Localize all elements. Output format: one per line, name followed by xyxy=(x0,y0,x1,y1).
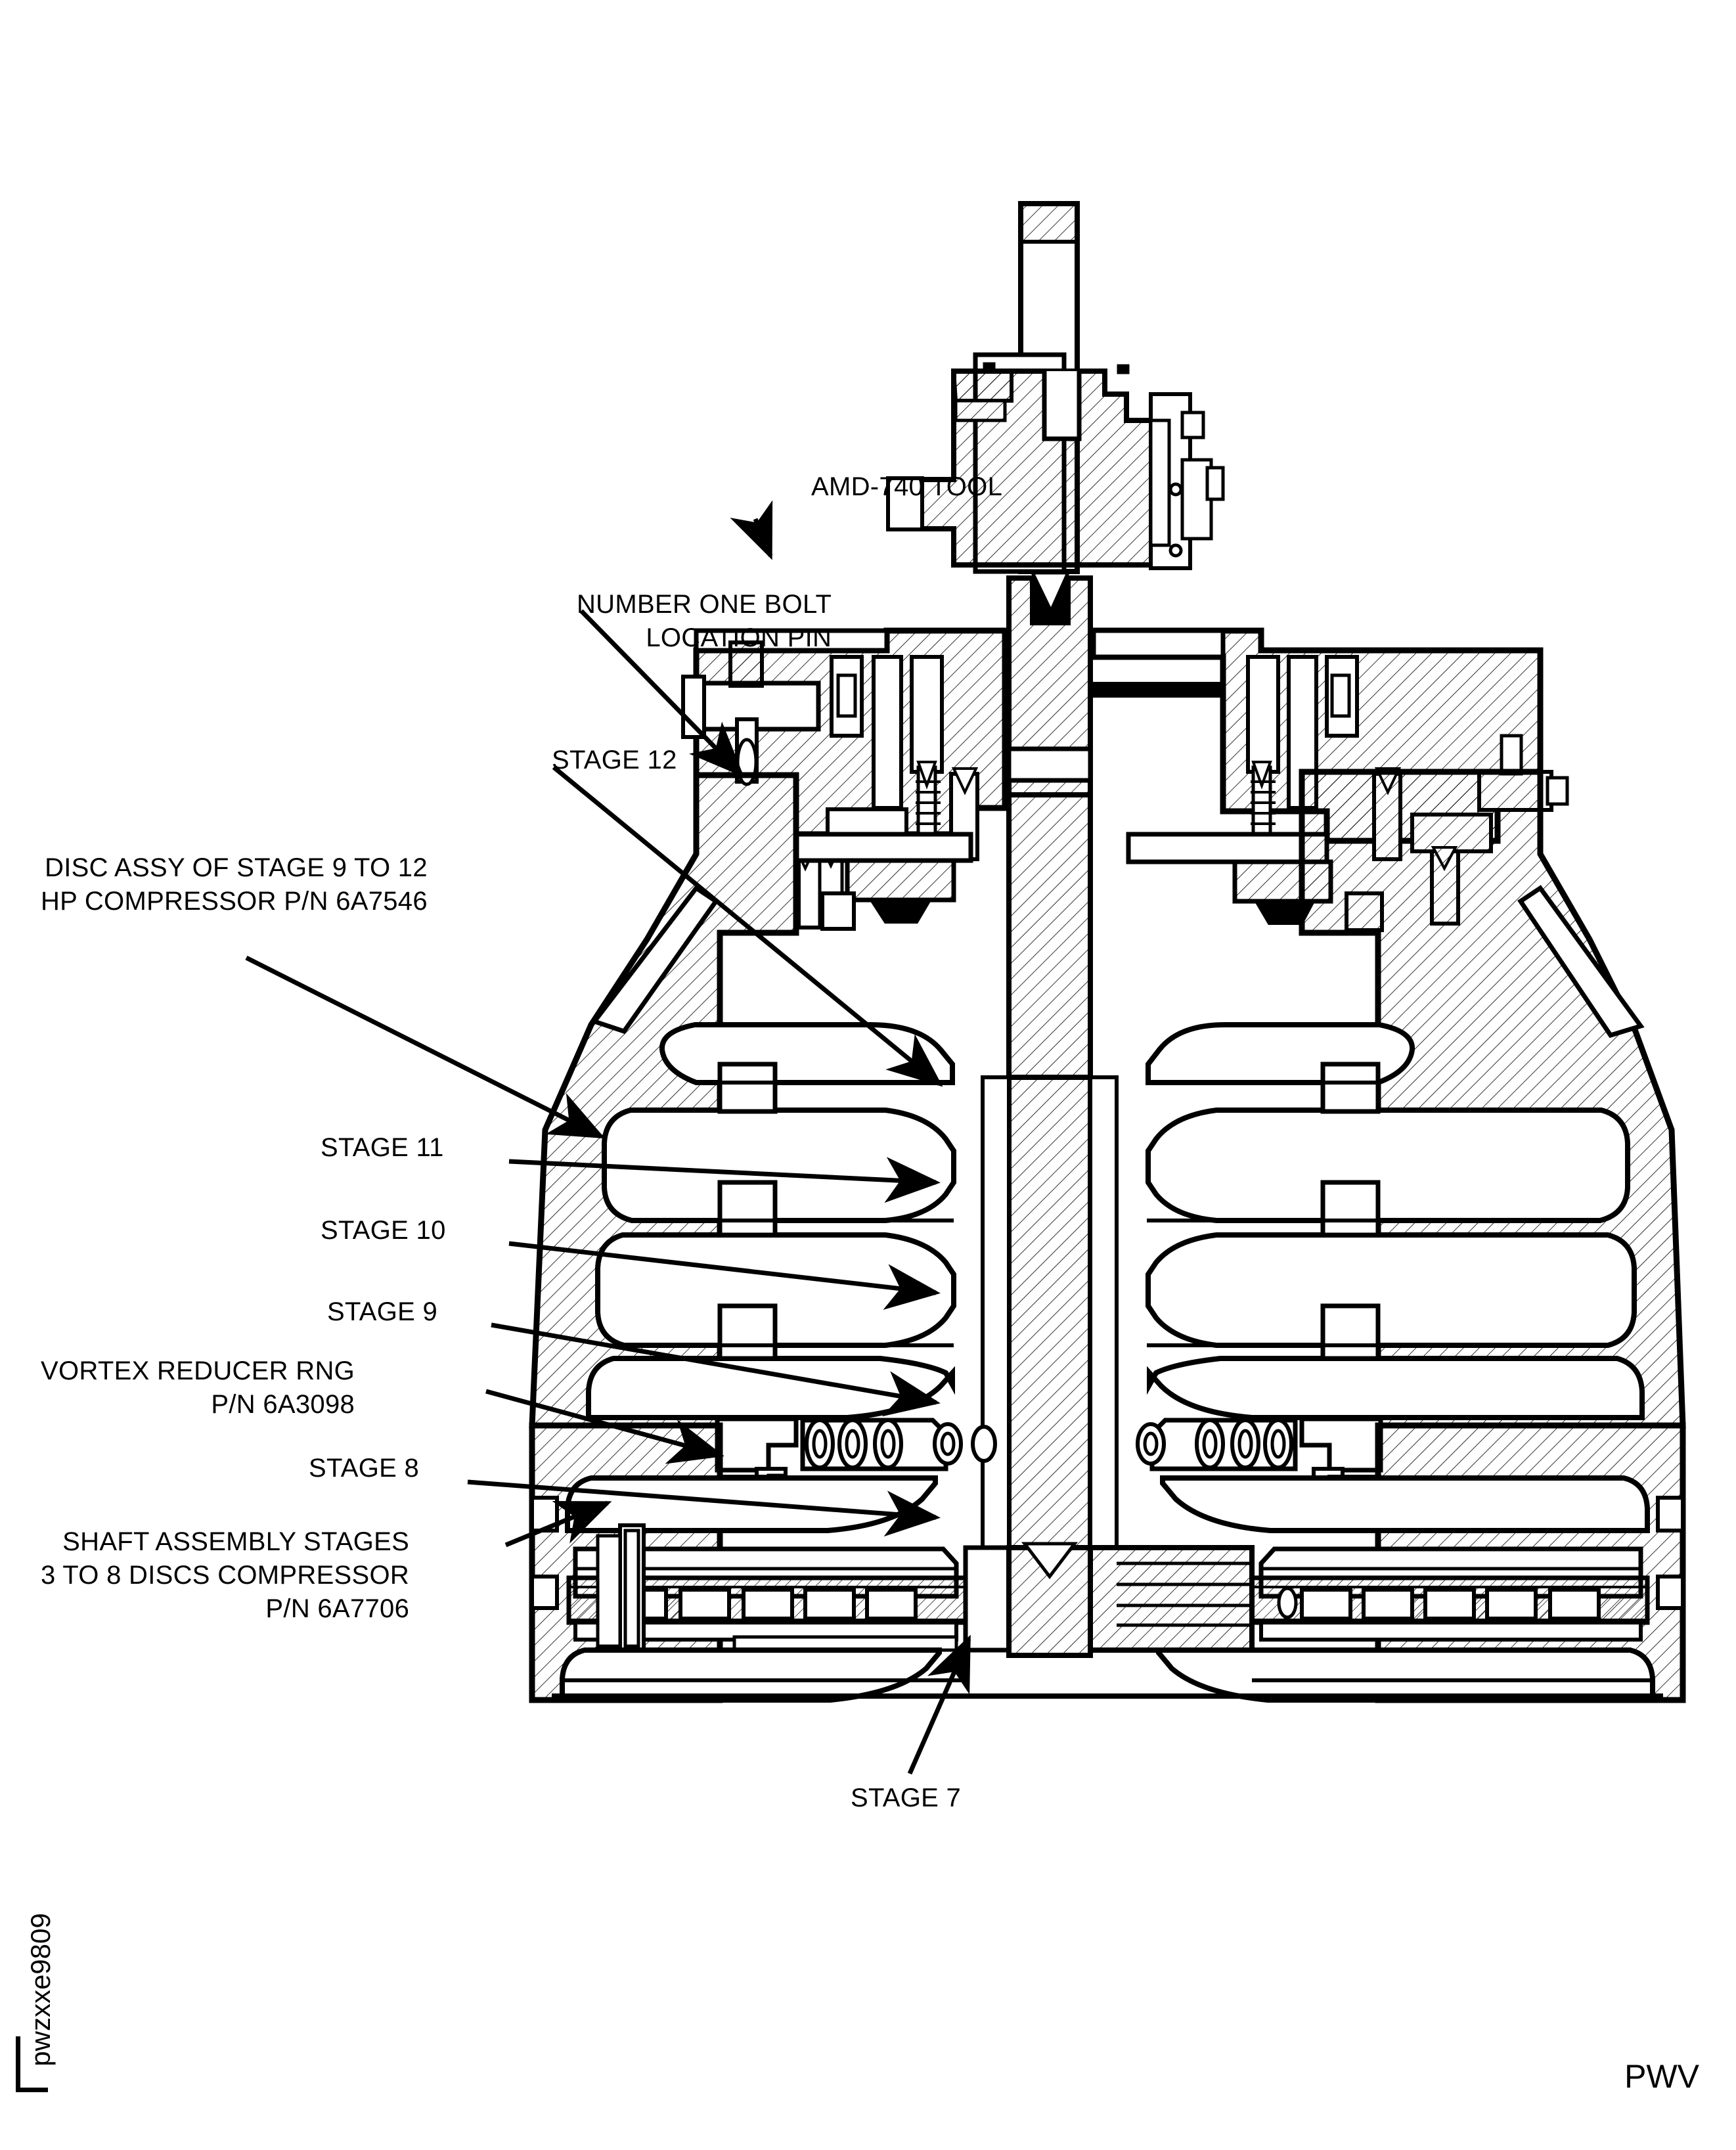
callout-line: NUMBER ONE BOLT xyxy=(577,590,832,619)
section-geometry xyxy=(529,201,1686,1703)
leader-number-one-bolt-location-pin xyxy=(579,609,744,777)
callout-line: AMD-740 TOOL xyxy=(811,472,1003,501)
bottom-right-code: PWV xyxy=(1624,2058,1699,2095)
callout-line: STAGE 9 xyxy=(327,1297,438,1326)
side-revision-code: pwzxxe9809 xyxy=(25,1913,56,2067)
callout-stage-8: STAGE 8 xyxy=(309,1452,419,1485)
callout-line: STAGE 12 xyxy=(552,746,677,774)
callout-line: STAGE 8 xyxy=(309,1454,420,1483)
vortex-reducer-tube-ports-right xyxy=(1136,1418,1293,1469)
callout-line: STAGE 11 xyxy=(321,1133,444,1162)
callout-stage-10: STAGE 10 xyxy=(321,1214,446,1247)
callout-stage-9: STAGE 9 xyxy=(327,1295,437,1329)
disc-assembly-stages-9-to-12 xyxy=(529,769,1686,1550)
callout-line: P/N 6A7706 xyxy=(265,1594,410,1624)
callout-stage-7: STAGE 7 xyxy=(851,1781,961,1815)
leader-shaft-assembly-stages-3-8 xyxy=(504,1500,612,1548)
leader-stage-12 xyxy=(552,765,943,1087)
leader-stage-7 xyxy=(907,1634,971,1775)
callout-line: VORTEX REDUCER RNG xyxy=(41,1356,355,1385)
callout-line: P/N 6A3098 xyxy=(211,1390,355,1420)
leader-amd-740-tool xyxy=(730,500,773,560)
callout-line: STAGE 10 xyxy=(321,1216,446,1245)
callout-line: 3 TO 8 DISCS COMPRESSOR xyxy=(41,1561,410,1590)
vortex-reducer-tube-ports-left xyxy=(805,1418,997,1469)
callout-stage-12: STAGE 12 xyxy=(552,744,677,777)
callout-shaft-assembly-stages-3-8: SHAFT ASSEMBLY STAGES 3 TO 8 DISCS COMPRE… xyxy=(41,1525,409,1626)
callout-line: STAGE 7 xyxy=(851,1783,962,1812)
callout-amd-740-tool: AMD-740 TOOL xyxy=(811,470,1002,504)
leader-stage-10 xyxy=(508,1241,941,1310)
callout-disc-assy-stage-9-12: DISC ASSY OF STAGE 9 TO 12 HP COMPRESSOR … xyxy=(41,851,428,918)
central-tie-rod xyxy=(1006,571,1093,1080)
leader-stage-11 xyxy=(508,1157,941,1203)
callout-stage-11: STAGE 11 xyxy=(321,1131,444,1165)
leader-vortex-reducer-ring xyxy=(485,1389,724,1464)
corner-registration-bracket xyxy=(16,2036,48,2092)
callout-number-one-bolt-location-pin: NUMBER ONE BOLT LOCATION PIN xyxy=(577,588,832,655)
leader-stage-8 xyxy=(467,1479,941,1537)
leader-stage-9 xyxy=(491,1322,941,1417)
callout-line: HP COMPRESSOR P/N 6A7546 xyxy=(41,887,428,916)
curvic-coupling-assembly xyxy=(566,1523,1650,1658)
callout-line: LOCATION PIN xyxy=(646,623,832,653)
clamp-dog-left xyxy=(793,832,973,931)
callout-line: SHAFT ASSEMBLY STAGES xyxy=(62,1527,410,1556)
leader-disc-assy-stage-9-12 xyxy=(245,955,606,1139)
amd-740-tool-body xyxy=(886,352,1225,574)
callout-line: DISC ASSY OF STAGE 9 TO 12 xyxy=(45,853,428,882)
callout-vortex-reducer-ring: VORTEX REDUCER RNG P/N 6A3098 xyxy=(41,1355,355,1422)
callout-leader-lines xyxy=(245,500,971,1775)
